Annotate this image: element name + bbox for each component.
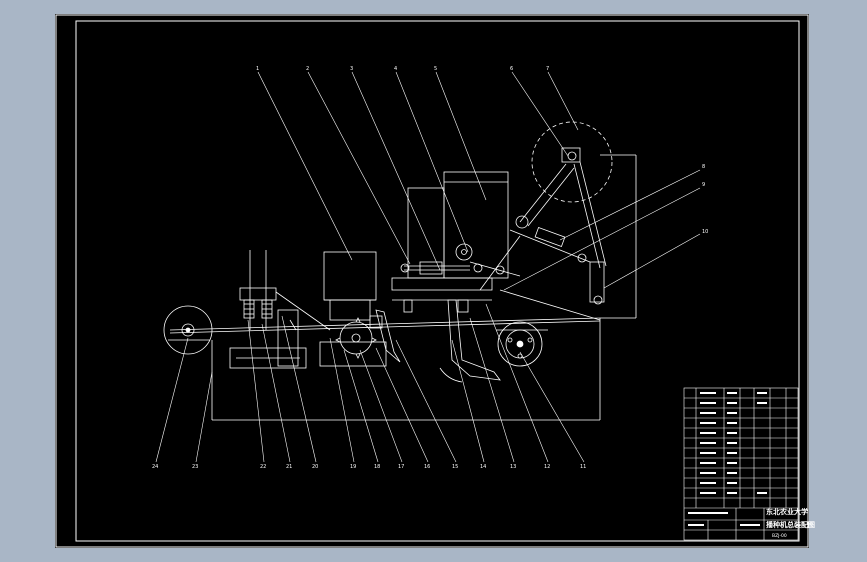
callouts-right: 8 9 10 — [702, 164, 708, 235]
press-wheel-left — [163, 305, 213, 355]
callout-23: 23 — [192, 464, 198, 470]
callout-18: 18 — [374, 464, 380, 470]
callouts-top: 1 2 3 4 5 6 7 — [256, 66, 549, 72]
callout-10: 10 — [702, 229, 708, 235]
base-plate — [229, 347, 307, 369]
leader-lines — [155, 71, 701, 463]
callout-8: 8 — [702, 164, 705, 170]
callout-7: 7 — [546, 66, 549, 72]
callout-13: 13 — [510, 464, 516, 470]
callout-15: 15 — [452, 464, 458, 470]
callout-24: 24 — [152, 464, 158, 470]
drive-wheel-right — [497, 321, 543, 367]
callout-19: 19 — [350, 464, 356, 470]
drawing-number: BZJ-00 — [772, 533, 787, 539]
callout-17: 17 — [398, 464, 404, 470]
callout-21: 21 — [286, 464, 292, 470]
outer-frame — [55, 14, 809, 548]
title-line-2: 播种机总装配图 — [766, 520, 815, 529]
furrow-opener — [447, 299, 501, 381]
drawing-sheet — [55, 14, 809, 548]
title-line-1: 东北农业大学 — [766, 507, 808, 516]
callout-14: 14 — [480, 464, 486, 470]
callout-16: 16 — [424, 464, 430, 470]
callout-22: 22 — [260, 464, 266, 470]
callout-3: 3 — [350, 66, 353, 72]
callout-6: 6 — [510, 66, 513, 72]
machine-assembly — [163, 121, 637, 421]
upper-pulley — [531, 121, 613, 203]
callout-1: 1 — [256, 66, 259, 72]
callout-12: 12 — [544, 464, 550, 470]
callouts-bottom: 24 23 22 21 20 19 18 17 16 15 14 13 12 1… — [152, 464, 586, 470]
inner-frame — [75, 20, 800, 542]
callout-2: 2 — [306, 66, 309, 72]
callout-11: 11 — [580, 464, 586, 470]
callout-9: 9 — [702, 182, 705, 188]
callout-20: 20 — [312, 464, 318, 470]
parts-list-marks — [688, 392, 767, 526]
callout-4: 4 — [394, 66, 397, 72]
title-block — [683, 387, 799, 541]
callout-5: 5 — [434, 66, 437, 72]
